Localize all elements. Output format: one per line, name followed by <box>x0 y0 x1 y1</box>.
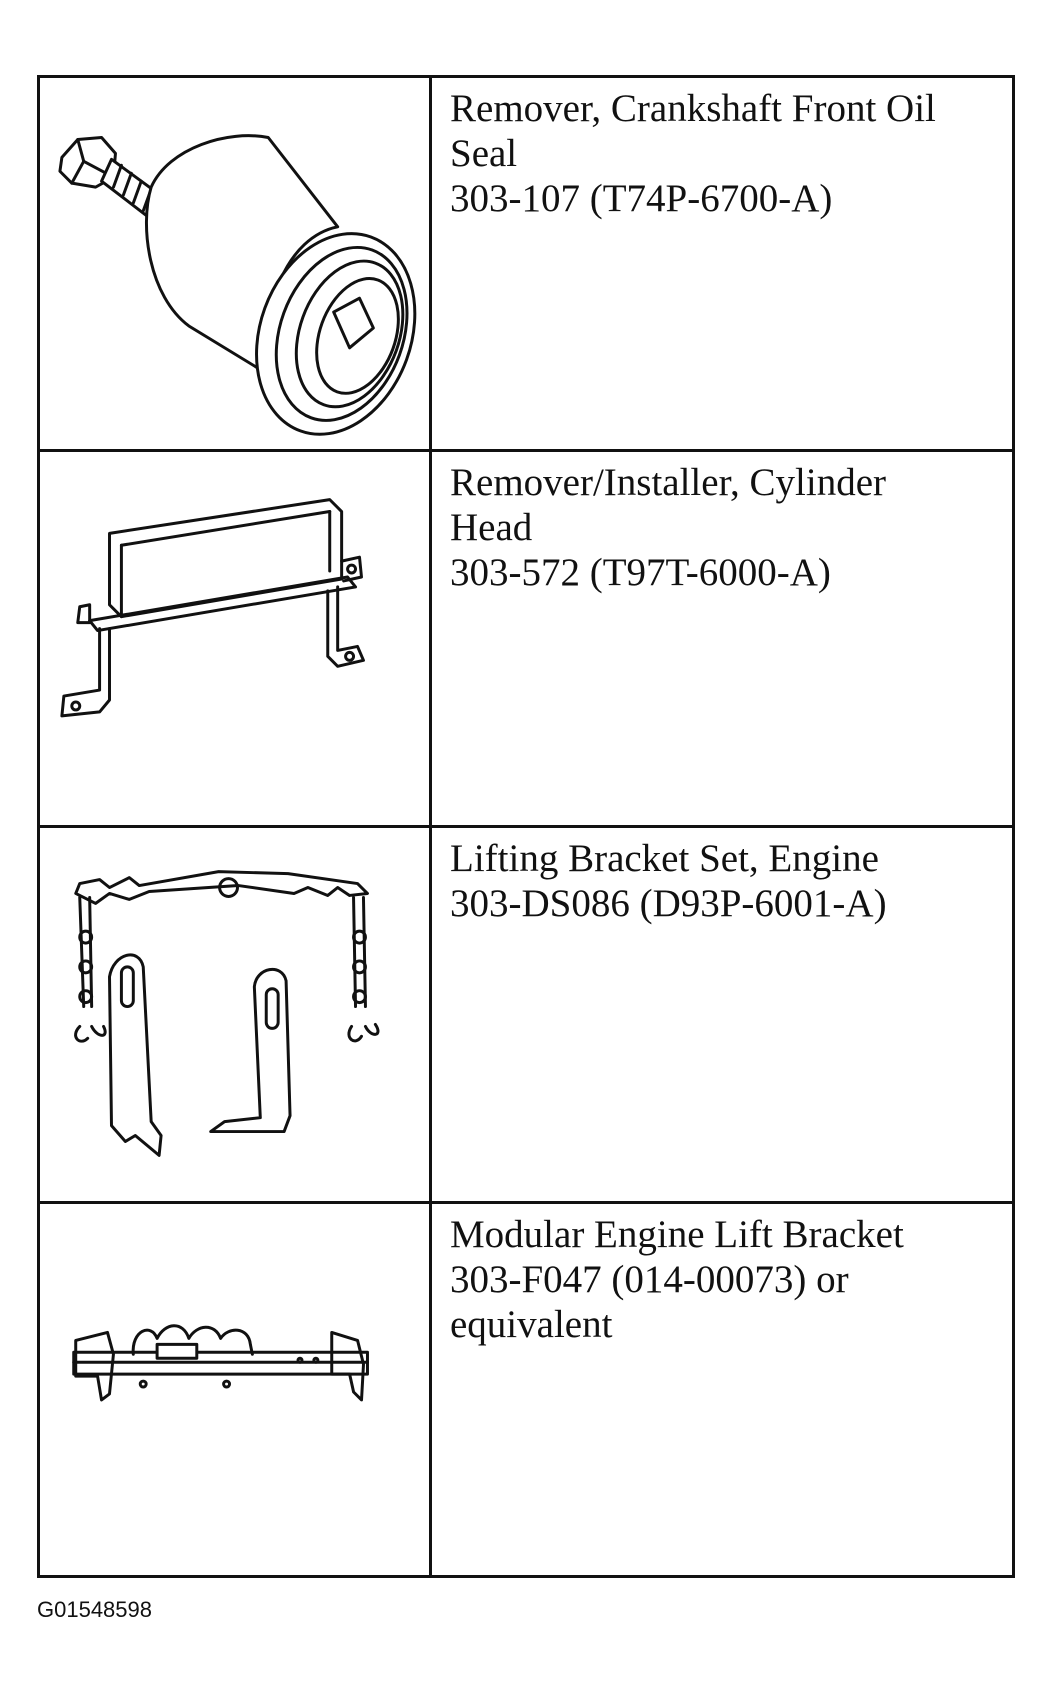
tool-part-number: 303-572 (T97T-6000-A) <box>450 551 831 594</box>
engine-lift-bracket-icon <box>72 1324 369 1402</box>
tool-part-number: 303-107 (T74P-6700-A) <box>450 177 833 220</box>
tool-illustration-cell <box>40 1204 432 1578</box>
cylinder-head-bracket-icon <box>60 498 365 718</box>
tool-name-line: Head <box>450 506 533 549</box>
tool-row: Remover, Crankshaft Front Oil Seal 303-1… <box>40 78 1012 452</box>
tool-description: Remover/Installer, Cylinder Head 303-572… <box>432 452 1012 825</box>
tool-name-line: Remover/Installer, Cylinder <box>450 461 886 504</box>
tool-illustration-cell <box>40 828 432 1201</box>
tool-description: Lifting Bracket Set, Engine 303-DS086 (D… <box>432 828 1012 1201</box>
figure-id: G01548598 <box>37 1597 152 1622</box>
tool-part-number: 303-DS086 (D93P-6001-A) <box>450 882 887 925</box>
tool-part-number: 303-F047 (014-00073) or <box>450 1258 849 1301</box>
tool-name-line: Seal <box>450 132 518 175</box>
tool-description: Modular Engine Lift Bracket 303-F047 (01… <box>432 1204 1012 1578</box>
lifting-bracket-set-icon <box>74 870 380 1157</box>
tool-description: Remover, Crankshaft Front Oil Seal 303-1… <box>432 78 1012 449</box>
crankshaft-seal-remover-icon <box>58 134 417 436</box>
tool-illustration-cell <box>40 452 432 825</box>
tool-name-line: Lifting Bracket Set, Engine <box>450 837 879 880</box>
tool-row: Remover/Installer, Cylinder Head 303-572… <box>40 452 1012 828</box>
tool-name-line: equivalent <box>450 1303 613 1346</box>
special-tools-table: Remover, Crankshaft Front Oil Seal 303-1… <box>37 75 1015 1578</box>
tool-row: Modular Engine Lift Bracket 303-F047 (01… <box>40 1204 1012 1578</box>
tool-row: Lifting Bracket Set, Engine 303-DS086 (D… <box>40 828 1012 1204</box>
tool-illustration-cell <box>40 78 432 449</box>
tool-name-line: Modular Engine Lift Bracket <box>450 1213 904 1256</box>
tool-name-line: Remover, Crankshaft Front Oil <box>450 87 936 130</box>
